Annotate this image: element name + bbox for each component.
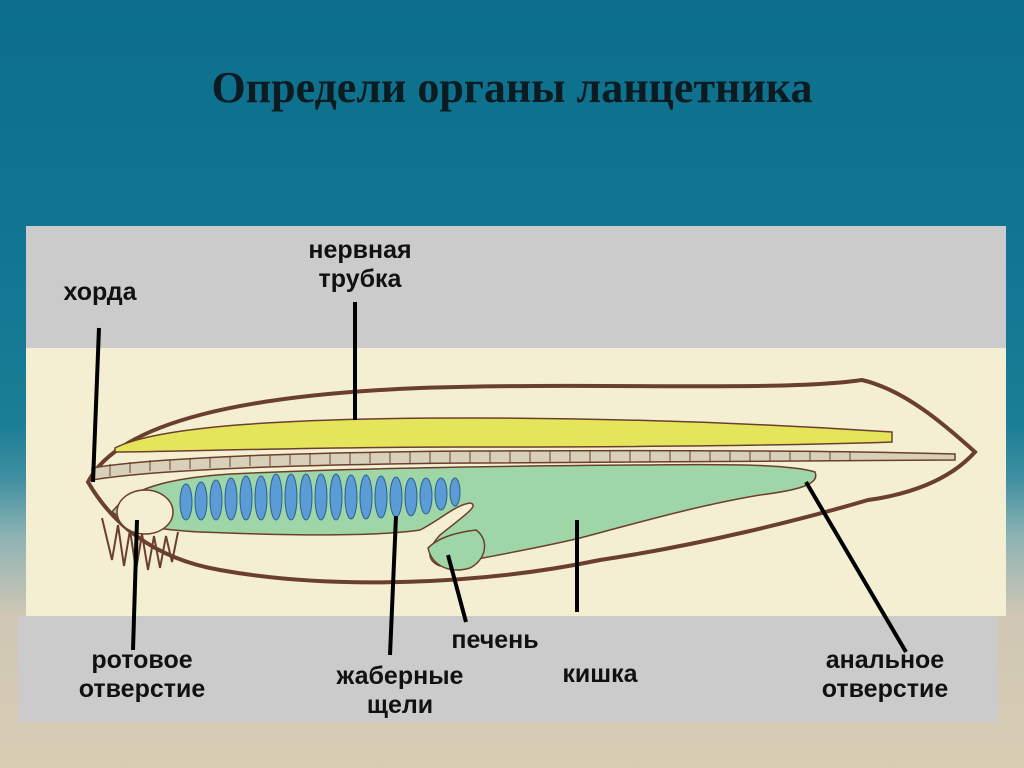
label-gill-slits: жаберные щели	[305, 662, 495, 720]
neural-tube	[114, 417, 893, 453]
liver-shape	[427, 529, 486, 571]
pointer-chorda	[91, 327, 101, 483]
label-chorda: хорда	[63, 278, 137, 306]
buccal-cirri	[101, 517, 179, 571]
label-neural-tube-line1: нервная	[308, 236, 412, 264]
label-gill-slits-line1: жаберные	[336, 662, 464, 690]
label-mouth-line2: отверстие	[78, 675, 206, 703]
label-neural-tube: нервная трубка	[270, 236, 450, 294]
label-mouth-line1: ротовое	[91, 646, 193, 674]
chorda-band	[91, 449, 956, 481]
pointer-gill-slits	[388, 515, 398, 656]
chorda-stripes	[109, 451, 851, 476]
top-label-panel	[26, 226, 1006, 348]
pointer-anus	[804, 480, 908, 654]
pointer-mouth	[131, 519, 139, 651]
bottom-label-panel	[18, 616, 998, 722]
label-liver: печень	[451, 626, 539, 654]
label-mouth: ротовое отверстие	[52, 646, 232, 704]
pointer-liver	[446, 554, 468, 623]
label-anus-line2: отверстие	[821, 675, 949, 703]
gill-slits	[179, 473, 461, 521]
mouth-cavity	[116, 489, 174, 535]
label-intestine: кишка	[562, 660, 638, 688]
body-outline	[85, 377, 978, 585]
slide-title: Определи органы ланцетника	[211, 63, 813, 112]
label-gill-slits-line2: щели	[366, 691, 434, 719]
label-anus-line1: анальное	[825, 646, 945, 674]
label-neural-tube-line2: трубка	[318, 265, 402, 293]
label-anus: анальное отверстие	[795, 646, 975, 704]
